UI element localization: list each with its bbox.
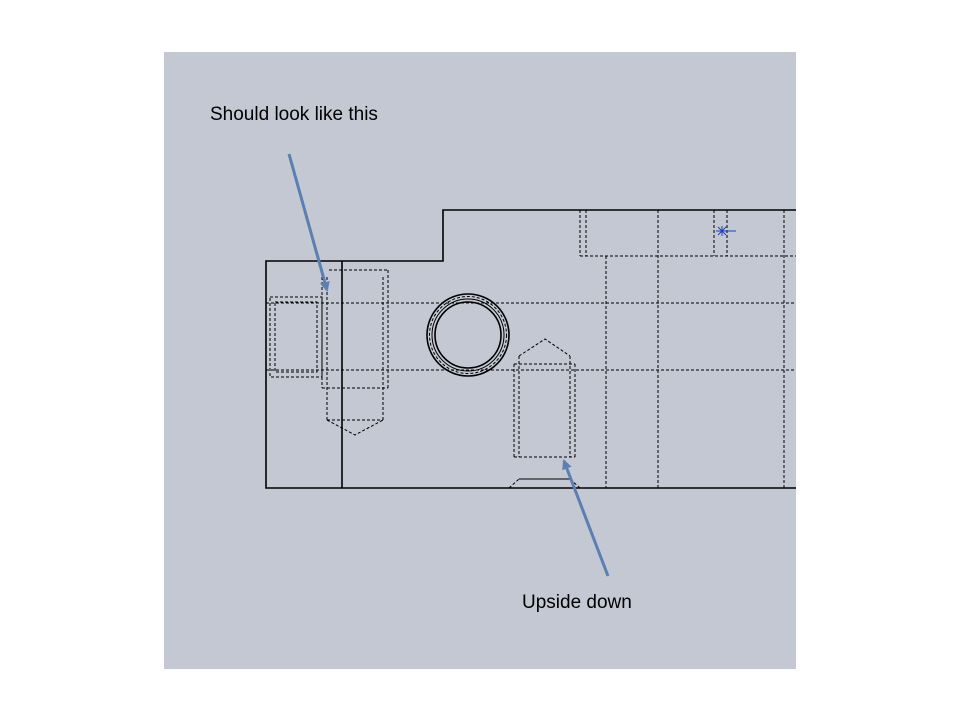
drawing-panel: Should look like this Upside down: [164, 52, 796, 669]
right-hidden-features: [579, 210, 796, 488]
left-counterbore: [269, 296, 323, 378]
annotation-should-look-like-this: Should look like this: [210, 104, 378, 125]
arrow-to-correct-hole: [287, 153, 330, 292]
upside-down-tapped-hole: [508, 338, 581, 489]
arrow-to-upside-down-hole: [562, 459, 610, 577]
round-hole: [426, 293, 510, 377]
origin-marker-icon: [716, 226, 736, 236]
part-outline: [265, 209, 796, 489]
annotation-upside-down: Upside down: [522, 592, 632, 613]
correct-tapped-hole: [321, 269, 389, 436]
technical-drawing: [265, 153, 796, 577]
